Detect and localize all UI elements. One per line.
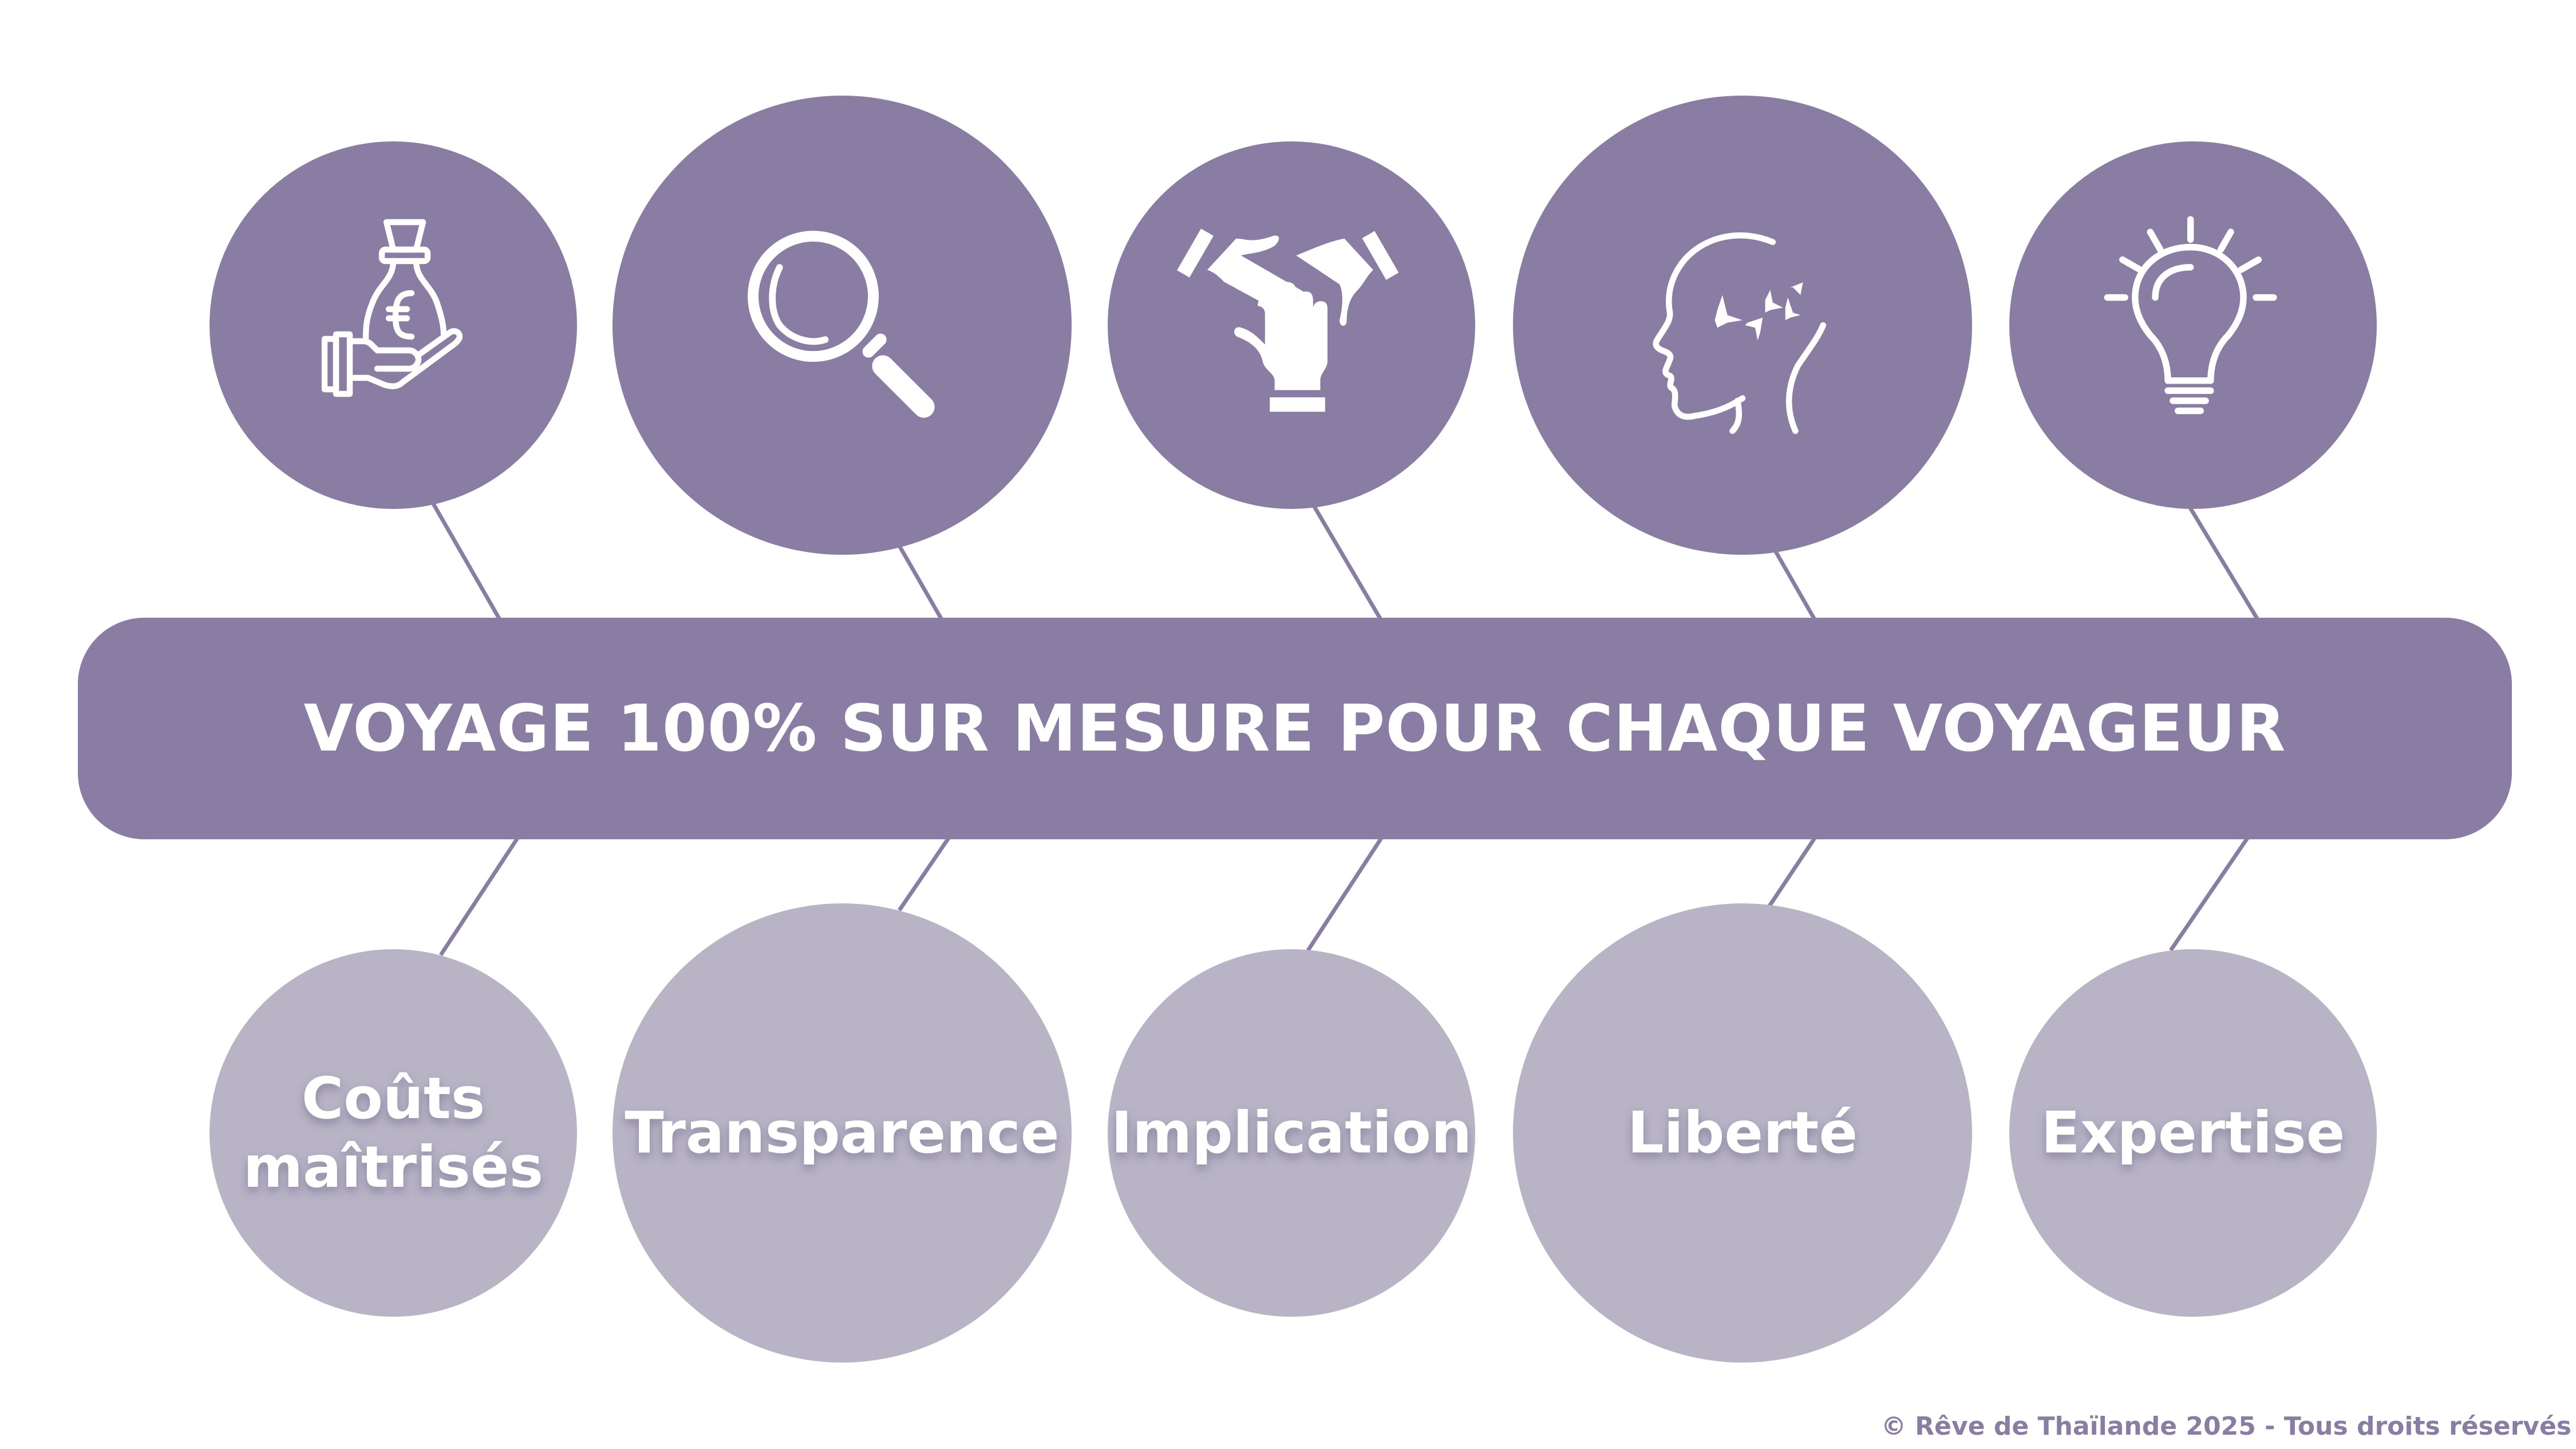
icon-circle-implication [1108, 141, 1475, 509]
value-label-line1: Coûts [301, 1065, 485, 1132]
head-birds-icon [1653, 232, 1827, 435]
icon-circle-liberte [1513, 96, 1972, 555]
icon-circle-expertise [2009, 141, 2377, 509]
value-circle-liberte: Liberté [1513, 903, 1972, 1363]
value-label: Expertise [2041, 1099, 2345, 1166]
value-label: Liberté [1627, 1099, 1858, 1166]
value-label: Coûts maîtrisés [243, 1064, 543, 1202]
value-circle-transparence: Transparence [613, 903, 1072, 1363]
value-circle-couts: Coûts maîtrisés [210, 949, 577, 1317]
value-circle-expertise: Expertise [2009, 949, 2377, 1317]
main-banner: VOYAGE 100% SUR MESURE POUR CHAQUE VOYAG… [78, 618, 2512, 839]
icon-circle-couts [210, 141, 577, 509]
value-label-line2: maîtrisés [243, 1134, 544, 1201]
magnifying-glass-icon [748, 231, 935, 418]
icon-circle-transparence [613, 96, 1072, 555]
copyright-footer: © Rêve de Thaïlande 2025 - Tous droits r… [1880, 1412, 2571, 1441]
money-bag-hand-icon [321, 219, 463, 397]
banner-title: VOYAGE 100% SUR MESURE POUR CHAQUE VOYAG… [303, 691, 2286, 766]
stacked-hands-icon [1177, 228, 1399, 412]
value-label: Transparence [625, 1099, 1060, 1166]
lightbulb-icon [2104, 216, 2277, 414]
value-label: Implication [1111, 1099, 1472, 1166]
value-circle-implication: Implication [1108, 949, 1475, 1317]
